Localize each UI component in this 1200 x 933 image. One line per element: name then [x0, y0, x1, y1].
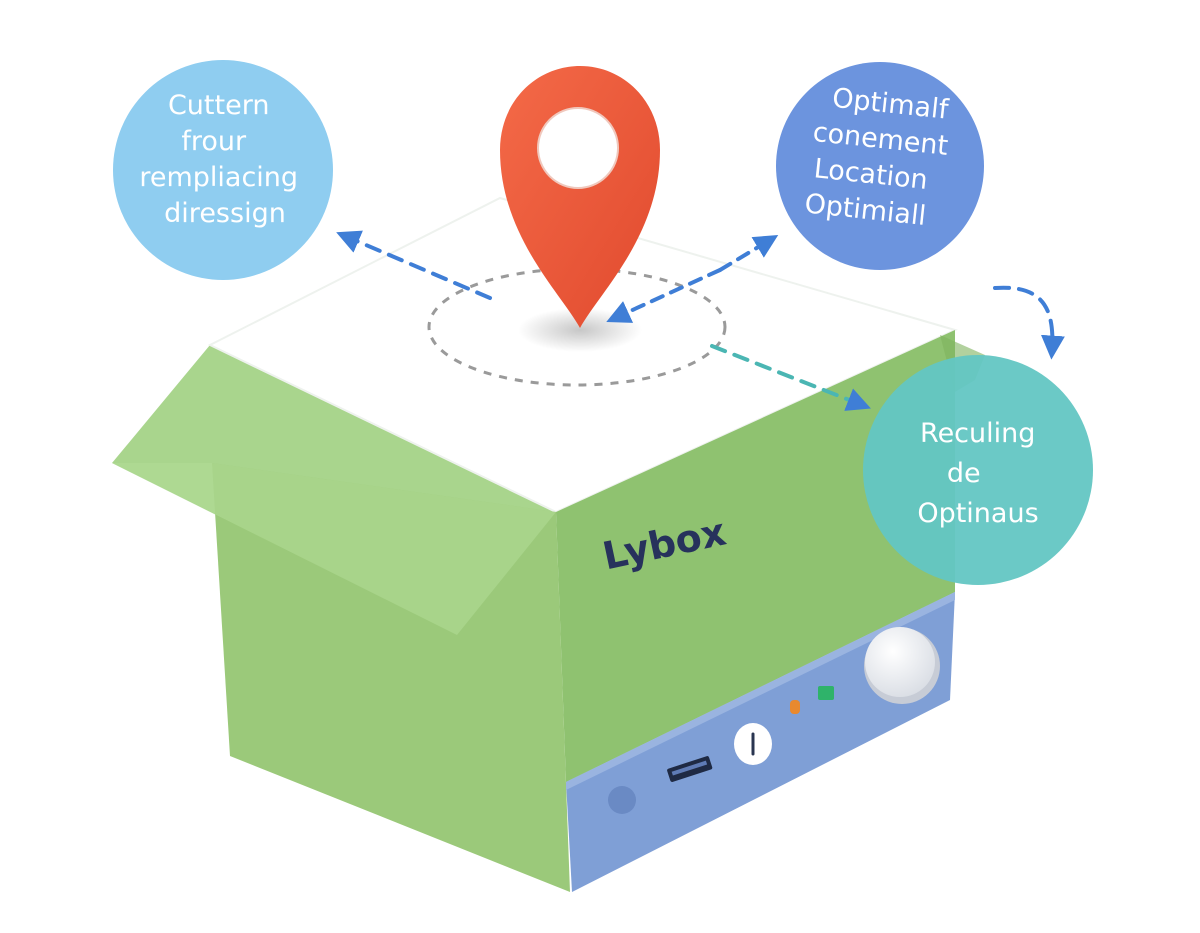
bubble-left: Cuttern frour rempliacing diressign [113, 60, 333, 280]
arrow-to-left-bubble [336, 230, 492, 300]
power-knob-icon[interactable] [864, 627, 940, 704]
arrow-into-pin [606, 268, 722, 323]
device-controls [608, 627, 940, 814]
bubble-right-bottom: Reculing de Optinaus [863, 355, 1093, 585]
bubble-right-bottom-line-3: Optinaus [917, 498, 1038, 529]
bubble-right-bottom-line-2: de [947, 458, 981, 489]
arrow-curve-right [993, 285, 1065, 360]
location-pin-icon [500, 66, 660, 328]
arrow-to-top-bubble [718, 235, 779, 272]
arrow-to-bottom-bubble [710, 344, 871, 411]
flow-arrows [336, 230, 1065, 411]
speaker-dot [608, 786, 636, 814]
bubble-right-top: Optimalf conement Location Optimiall [776, 62, 984, 270]
bubble-left-line-4: diressign [164, 198, 286, 229]
svg-text:Reculing de Optina: Reculing de Optinaus [917, 418, 1044, 529]
power-button-icon[interactable] [734, 723, 772, 765]
svg-text:Optimalf conement: Optimalf conement Location Optimiall [803, 81, 962, 234]
device-panel-top-strip [566, 592, 955, 790]
svg-text:Cuttern frour remp: Cuttern frour rempliacing diressign [139, 90, 306, 229]
box-front-flap [112, 463, 556, 635]
bubble-left-line-2: frour [181, 126, 247, 157]
box-right-face [556, 330, 955, 782]
led-green [818, 686, 834, 700]
target-area-ring [427, 267, 727, 387]
bubble-left-line-1: Cuttern [168, 90, 270, 121]
usb-port-icon [667, 756, 713, 782]
led-orange [790, 700, 800, 714]
bubble-right-bottom-line-1: Reculing [920, 418, 1035, 449]
bubble-left-line-3: rempliacing [139, 162, 298, 193]
